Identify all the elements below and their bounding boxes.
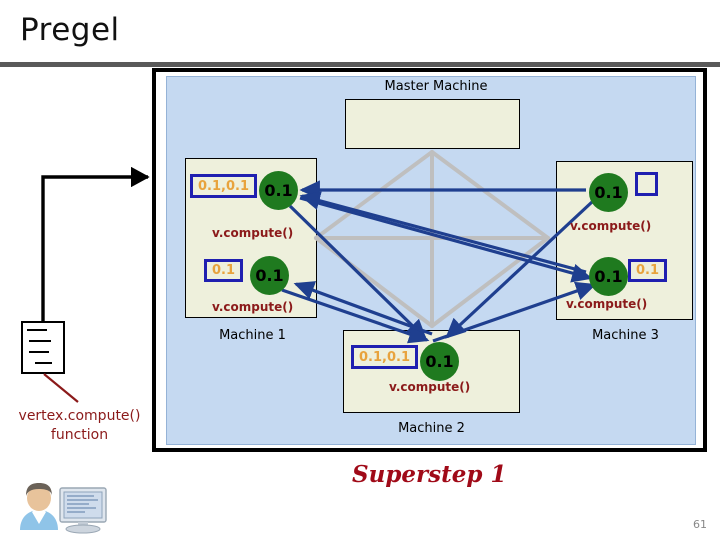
message-box-m3-v1: [635, 172, 658, 196]
machine-label-machine1: Machine 1: [219, 328, 286, 343]
vertex-compute-document-icon: [21, 321, 65, 374]
vertex-m3-v2[interactable]: 0.1: [589, 257, 628, 296]
legend-caption-line1: vertex.compute(): [18, 408, 141, 424]
master-machine-box: [345, 99, 520, 149]
compute-label-m3-v2: v.compute(): [566, 297, 648, 311]
master-machine-label: Master Machine: [384, 79, 488, 94]
legend-caption-line2: function: [50, 427, 109, 443]
message-box-m2-v1: 0.1,0.1: [351, 345, 418, 369]
message-box-m1-v1: 0.1,0.1: [190, 174, 257, 198]
compute-label-m1-v1: v.compute(): [212, 226, 294, 240]
compute-label-m2-v1: v.compute(): [389, 380, 471, 394]
machine-label-machine3: Machine 3: [592, 328, 659, 343]
compute-label-m3-v1: v.compute(): [570, 219, 652, 233]
compute-label-m1-v2: v.compute(): [212, 300, 294, 314]
cluster-outer-frame: [152, 68, 707, 452]
page-number: 61: [693, 518, 707, 531]
title-divider: [0, 62, 720, 67]
vertex-m3-v1[interactable]: 0.1: [589, 173, 628, 212]
vertex-m1-v2[interactable]: 0.1: [250, 256, 289, 295]
page-title: Pregel: [20, 12, 120, 48]
machine-label-machine2: Machine 2: [398, 421, 465, 436]
legend-caption: vertex.compute() function: [0, 407, 167, 445]
message-box-m1-v2: 0.1: [204, 259, 243, 282]
vertex-m2-v1[interactable]: 0.1: [420, 342, 459, 381]
vertex-m1-v1[interactable]: 0.1: [259, 171, 298, 210]
superstep-label: Superstep 1: [352, 461, 507, 488]
message-box-m3-v2: 0.1: [628, 259, 667, 282]
